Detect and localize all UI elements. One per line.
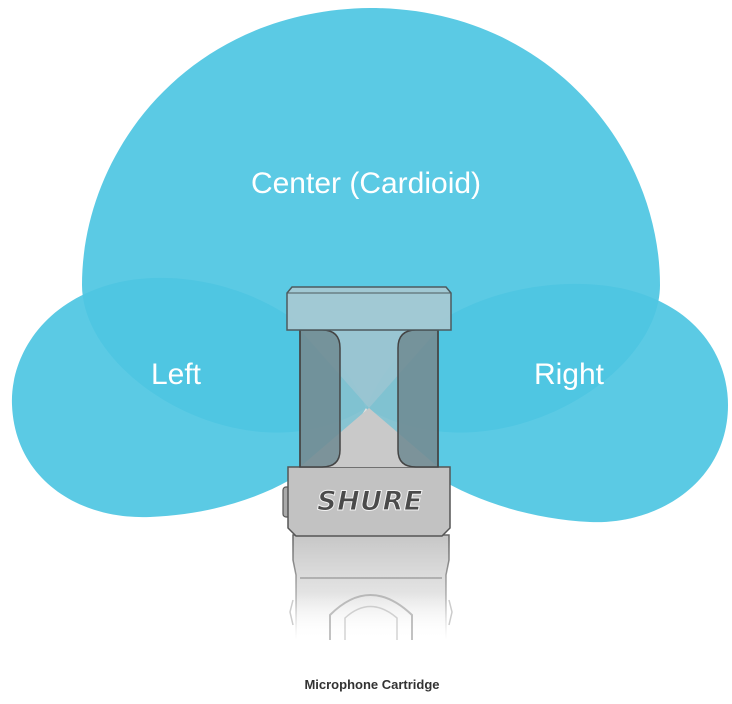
right-lobe bbox=[366, 283, 728, 523]
handle-side-left bbox=[289, 599, 294, 626]
handle-window-inner bbox=[344, 605, 398, 640]
cartridge-brand-text: SHURE bbox=[317, 486, 423, 517]
center-lobe-label: Center (Cardioid) bbox=[251, 167, 481, 200]
handle-side-right bbox=[448, 599, 453, 626]
cartridge-middle-outline bbox=[299, 330, 439, 467]
microphone-cartridge: SHURE bbox=[282, 286, 453, 641]
left-lobe bbox=[11, 277, 366, 518]
diagram-caption: Microphone Cartridge bbox=[304, 677, 439, 692]
left-lobe-label: Left bbox=[151, 358, 202, 391]
cartridge-lower-body bbox=[287, 466, 451, 537]
right-lobe-label: Right bbox=[534, 358, 605, 391]
cartridge-handle bbox=[292, 534, 450, 641]
handle-window-outline bbox=[329, 594, 413, 640]
polar-lobes bbox=[11, 8, 728, 523]
cartridge-side-window-right bbox=[397, 329, 439, 468]
cartridge-side-window-left bbox=[299, 329, 341, 468]
